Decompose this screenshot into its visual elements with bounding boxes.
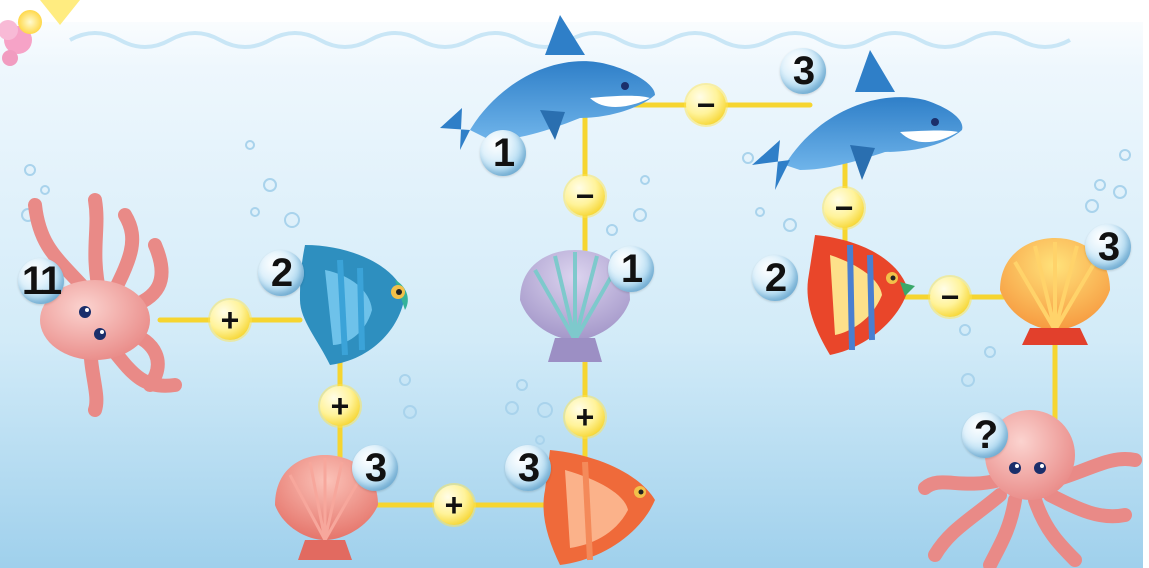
dolphin-right-value: 3 — [780, 48, 826, 94]
octopus-right-value: ? — [962, 412, 1008, 458]
shell-purple-value: 1 — [608, 246, 654, 292]
dolphin-left-value: 1 — [480, 130, 526, 176]
fish-blue-value: 2 — [258, 250, 304, 296]
shell-pink-value: 3 — [352, 445, 398, 491]
fish-orange-value: 3 — [505, 445, 551, 491]
op-fish-shell-orange: − — [930, 277, 970, 317]
shell-orange-value: 3 — [1085, 224, 1131, 270]
op-dolphin-fish: − — [824, 188, 864, 228]
page-edge-top — [0, 0, 1149, 22]
octopus-left-value: 11 — [18, 258, 64, 304]
op-fish-shell-purple: + — [565, 397, 605, 437]
fish-red-value: 2 — [752, 255, 798, 301]
op-dolphin-dolphin: − — [686, 85, 726, 125]
op-shell-fish: + — [434, 485, 474, 525]
right-edge — [1143, 0, 1149, 568]
op-octopus-fish: + — [210, 300, 250, 340]
op-shell-dolphin: − — [565, 176, 605, 216]
op-fish-shell: + — [320, 386, 360, 426]
